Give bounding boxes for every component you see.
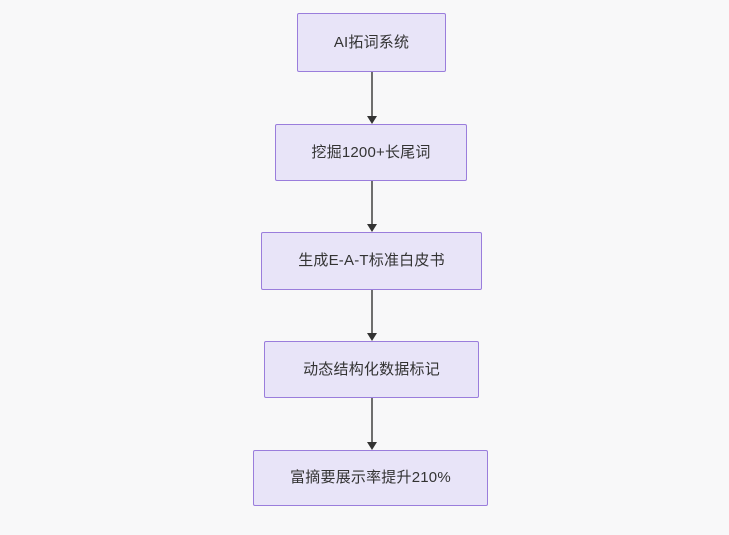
edge-line [371, 181, 373, 226]
arrowhead-icon [367, 333, 377, 341]
arrowhead-icon [367, 224, 377, 232]
flow-node-rich-snippet-rate-increase[interactable]: 富摘要展示率提升210% [253, 450, 488, 506]
flow-node-label: 生成E-A-T标准白皮书 [298, 252, 445, 269]
flow-node-generate-eat-whitepaper[interactable]: 生成E-A-T标准白皮书 [261, 232, 482, 290]
edge-line [371, 72, 373, 118]
flow-node-dynamic-structured-data-markup[interactable]: 动态结构化数据标记 [264, 341, 479, 398]
flow-node-label: AI拓词系统 [333, 33, 410, 51]
edge-line [371, 398, 373, 444]
flow-node-mine-longtail-keywords[interactable]: 挖掘1200+长尾词 [275, 124, 467, 181]
edge-line [371, 290, 373, 335]
flow-node-ai-keyword-system[interactable]: AI拓词系统 [297, 13, 446, 72]
flow-node-label: 动态结构化数据标记 [303, 360, 440, 378]
arrowhead-icon [367, 116, 377, 124]
flow-node-label: 挖掘1200+长尾词 [311, 143, 431, 161]
flow-node-label: 富摘要展示率提升210% [290, 469, 451, 486]
arrowhead-icon [367, 442, 377, 450]
